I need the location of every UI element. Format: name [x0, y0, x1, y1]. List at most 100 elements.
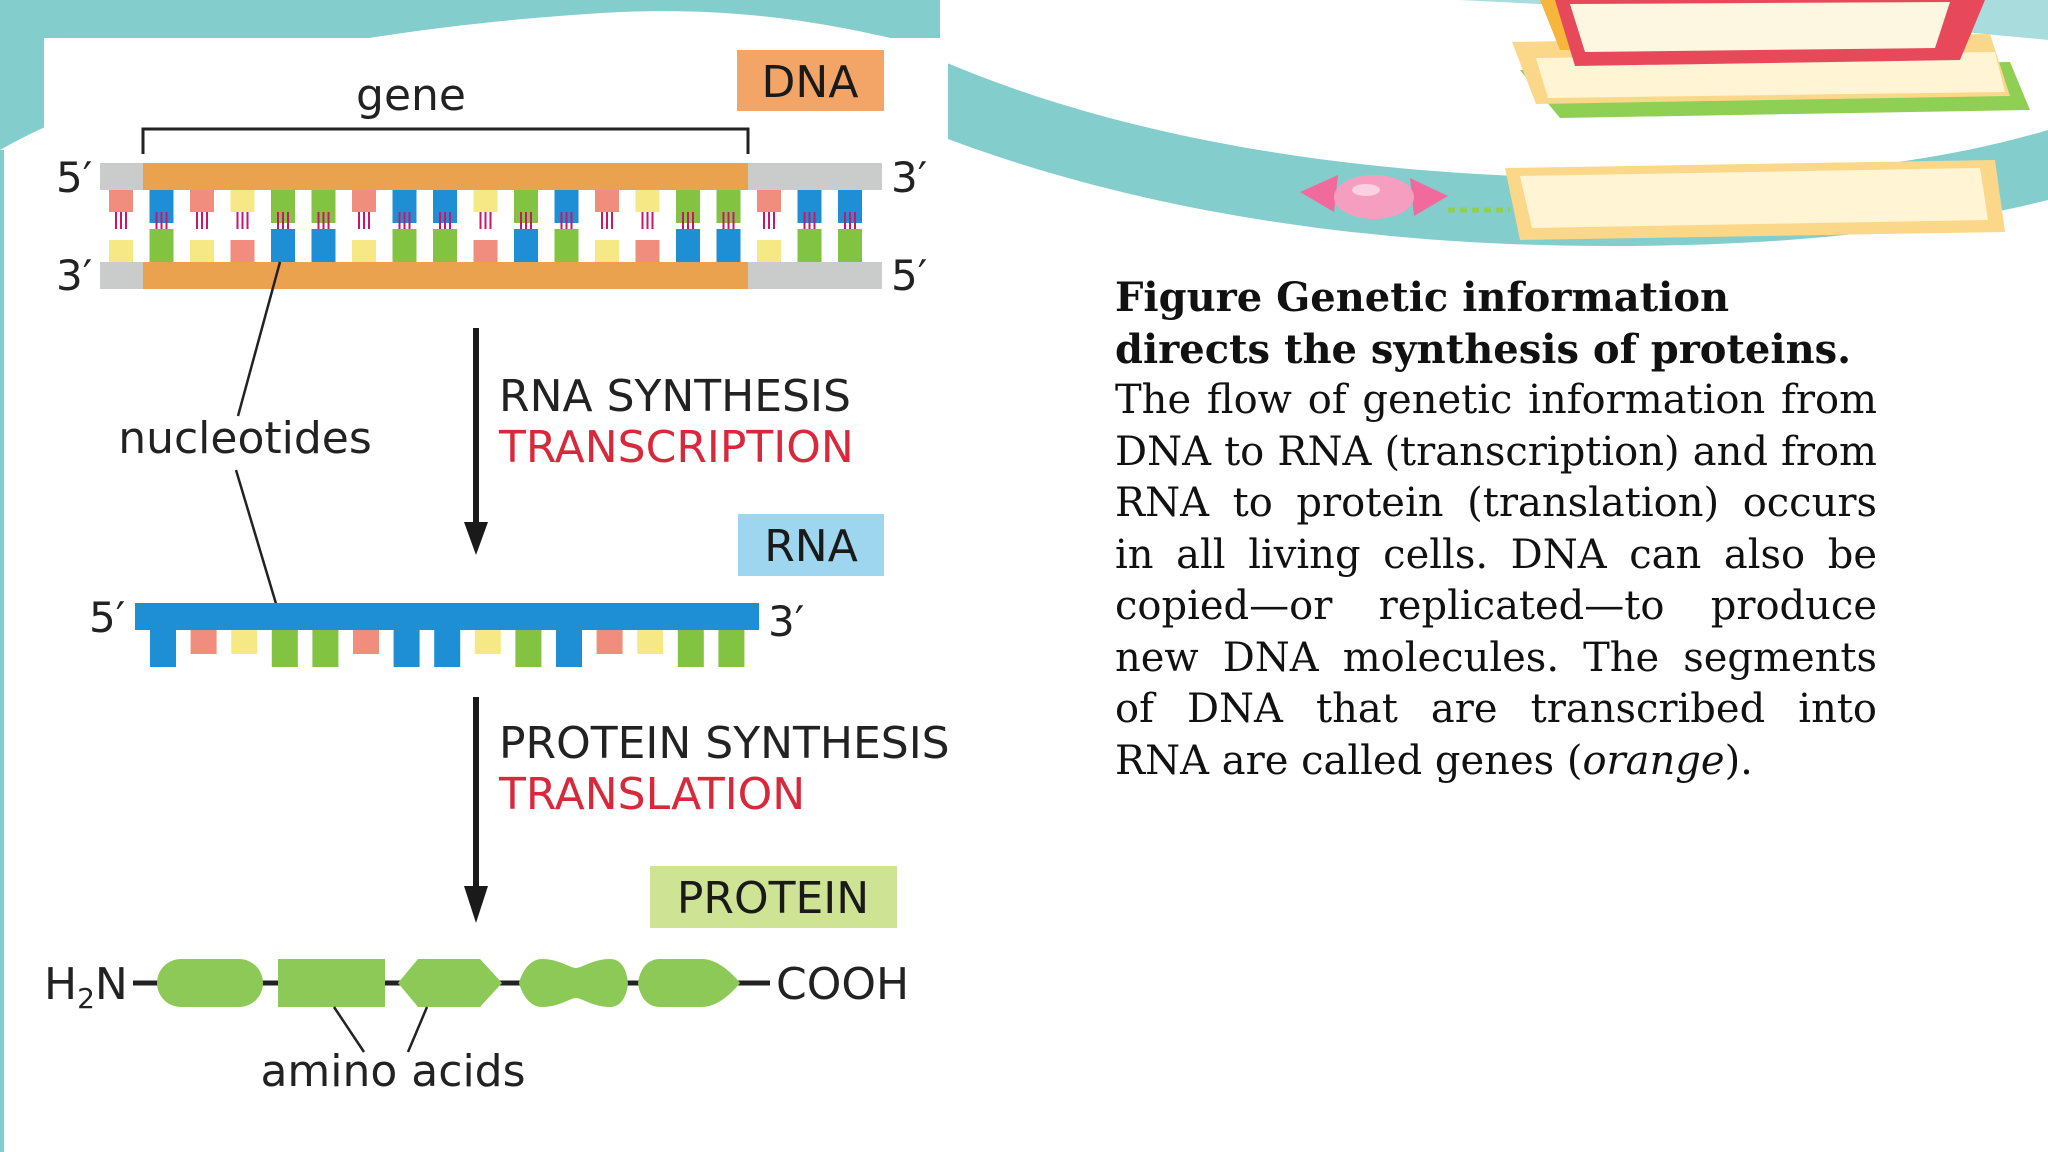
hydrogen-bond — [287, 212, 289, 229]
hydrogen-bond — [692, 212, 694, 229]
hydrogen-bond — [525, 212, 527, 229]
dna-bottom-5prime: 5′ — [891, 251, 927, 300]
rna-base — [718, 630, 745, 667]
rna-base — [353, 630, 379, 654]
hydrogen-bond — [849, 212, 851, 229]
dna-bottom-base — [838, 229, 862, 262]
rna-base — [150, 630, 176, 667]
rna-base — [312, 630, 339, 667]
hydrogen-bond — [317, 212, 320, 229]
hydrogen-bond — [201, 212, 203, 229]
rna-base — [637, 630, 664, 654]
hydrogen-bond — [160, 212, 163, 229]
hydrogen-bond — [206, 212, 208, 229]
caption-body-end: ). — [1724, 737, 1753, 784]
amino-acid-2 — [278, 959, 385, 1007]
hydrogen-bond — [449, 212, 451, 229]
hydrogen-bond — [120, 212, 122, 229]
nucleotides-pointer-dna — [236, 261, 282, 417]
hydrogen-bond — [732, 212, 735, 229]
hydrogen-bond — [763, 212, 765, 229]
hydrogen-bond — [651, 212, 654, 229]
hydrogen-bond — [403, 212, 406, 229]
caption-italic-orange: orange — [1582, 737, 1725, 784]
hydrogen-bond — [489, 212, 492, 229]
hydrogen-bond — [570, 212, 573, 229]
rna-base — [474, 630, 501, 654]
hydrogen-bond — [358, 212, 360, 229]
dna-top-3prime: 3′ — [891, 153, 927, 202]
hydrogen-bond — [682, 212, 684, 229]
hydrogen-bond — [277, 212, 279, 229]
protein-synthesis-label: PROTEIN SYNTHESIS — [499, 718, 950, 769]
hydrogen-bond — [560, 212, 563, 229]
dna-tag-label: DNA — [762, 57, 859, 108]
gene-region-bottom — [143, 262, 748, 289]
hydrogen-bond — [444, 212, 446, 229]
rna-3prime: 3′ — [768, 597, 804, 646]
hydrogen-bond — [611, 212, 613, 229]
hydrogen-bond — [565, 212, 568, 229]
hydrogen-bond — [773, 212, 775, 229]
amino-acid-1 — [157, 959, 263, 1007]
rna-strand — [135, 603, 759, 667]
hydrogen-bond — [236, 212, 239, 229]
rna-base — [393, 630, 420, 667]
hydrogen-bond — [125, 212, 127, 229]
protein-tag-box — [650, 866, 897, 928]
hydrogen-bond — [641, 212, 644, 229]
teal-swoosh-top-left — [0, 0, 940, 150]
dna-bottom-base — [514, 229, 538, 262]
dna-bottom-base — [473, 240, 498, 262]
dna-top-base — [352, 190, 376, 212]
hydrogen-bond — [363, 212, 365, 229]
dna-bottom-base — [190, 240, 214, 262]
dna-top-base — [190, 190, 214, 212]
figure-caption: Figure Genetic information directs the s… — [1115, 272, 1877, 787]
hydrogen-bond — [196, 212, 198, 229]
gene-region-top — [143, 163, 748, 190]
dna-bottom-base — [797, 229, 822, 262]
dna-bottom-base — [149, 229, 174, 262]
dna-bottom-base — [392, 229, 417, 262]
dna-bottom-base — [595, 240, 619, 262]
dna-double-helix — [100, 163, 882, 289]
dna-top-base — [757, 190, 781, 212]
caption-title: Figure Genetic information directs the s… — [1115, 274, 1852, 373]
hydrogen-bond — [484, 212, 487, 229]
hydrogen-bond — [439, 212, 441, 229]
gene-label: gene — [356, 70, 466, 121]
rna-base — [231, 630, 258, 654]
rna-base — [190, 630, 217, 654]
hydrogen-bond — [408, 212, 411, 229]
translation-arrow-head — [464, 886, 488, 923]
hydrogen-bond — [282, 212, 284, 229]
teal-left-border — [0, 150, 4, 1152]
dna-bottom-3prime: 3′ — [56, 251, 92, 300]
caption-body: The flow of genetic information from DNA… — [1115, 377, 1877, 784]
dna-top-5prime: 5′ — [56, 153, 92, 202]
protein-chain — [133, 959, 770, 1007]
hydrogen-bond — [808, 212, 811, 229]
protein-tag-label: PROTEIN — [677, 873, 869, 924]
rna-backbone — [135, 603, 759, 630]
dna-bottom-base — [554, 229, 579, 262]
hydrogen-bond — [155, 212, 158, 229]
rna-base — [515, 630, 542, 667]
dna-bottom-base — [352, 240, 376, 262]
amino-acid-pointer-2 — [406, 1006, 429, 1053]
transcription-arrow-head — [464, 522, 488, 555]
hydrogen-bond — [813, 212, 816, 229]
dna-bottom-base — [757, 240, 781, 262]
rna-5prime: 5′ — [89, 593, 125, 642]
hydrogen-bond — [246, 212, 249, 229]
hydrogen-bond — [368, 212, 370, 229]
rna-base — [596, 630, 623, 654]
books-illustration — [1505, 0, 2030, 240]
dna-bottom-base — [676, 229, 700, 262]
hydrogen-bond — [322, 212, 325, 229]
hydrogen-bond — [844, 212, 846, 229]
hydrogen-bond — [530, 212, 532, 229]
